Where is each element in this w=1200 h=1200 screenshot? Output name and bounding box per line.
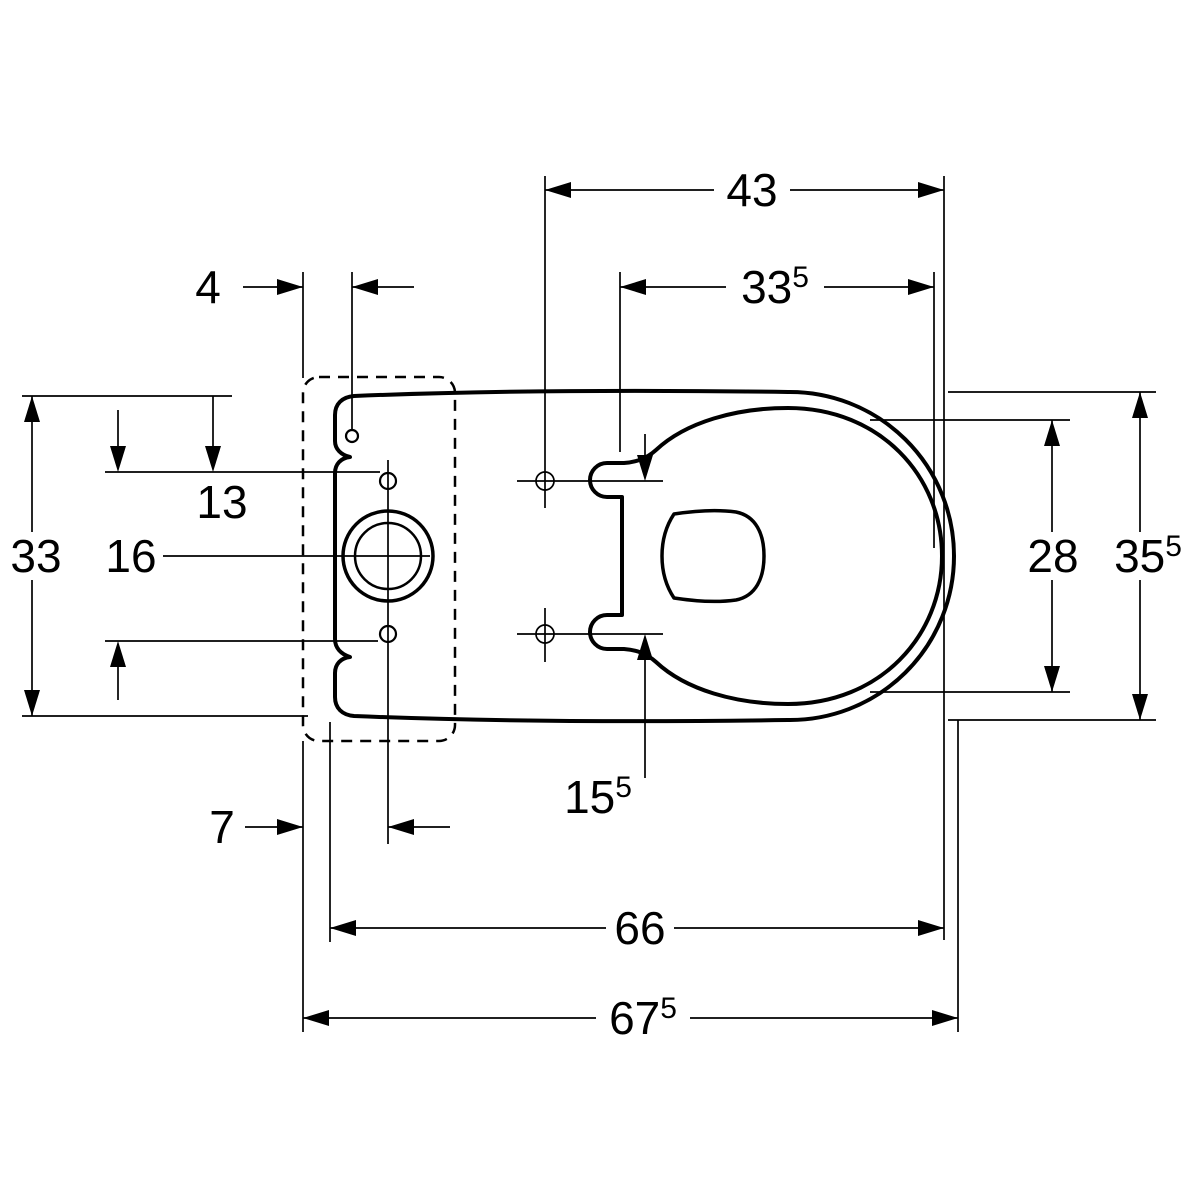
arrow-33-5-left <box>620 279 646 295</box>
arrow-28-bottom <box>1044 666 1060 692</box>
arrow-33-bottom <box>24 690 40 716</box>
arrow-67-5-right <box>932 1010 958 1026</box>
arrow-66-right <box>918 920 944 936</box>
dim-label-13: 13 <box>196 476 247 528</box>
dimension-lines <box>24 182 1148 1026</box>
dim-label-43: 43 <box>726 164 777 216</box>
arrow-4-left <box>277 279 303 295</box>
arrow-35-5-top <box>1132 392 1148 418</box>
label-bg-28 <box>1022 532 1084 580</box>
arrow-28-top <box>1044 420 1060 446</box>
arrow-66-left <box>330 920 356 936</box>
seat-lid-outline <box>588 406 944 706</box>
label-bg-43 <box>714 164 790 214</box>
dim-label-67-5: 675 <box>609 992 677 1044</box>
ceramic-body-outline <box>333 388 956 724</box>
extension-lines <box>22 176 1156 1032</box>
dim-label-33-5: 335 <box>741 261 809 313</box>
arrow-15-5-bottom <box>637 634 653 660</box>
arrow-33-top <box>24 396 40 422</box>
arrow-67-5-left <box>303 1010 329 1026</box>
arrow-16-bottom <box>110 641 126 667</box>
dim-label-7: 7 <box>209 801 235 853</box>
arrow-4-right <box>352 279 378 295</box>
seat-fixing-crosshair-bottom <box>517 608 663 662</box>
arrow-16-top <box>110 446 126 472</box>
arrow-33-5-right <box>908 279 934 295</box>
label-bg-33 <box>6 532 68 580</box>
label-bg-33-5 <box>726 261 824 311</box>
arrow-7-left <box>277 819 303 835</box>
arrow-13 <box>205 446 221 472</box>
arrow-43-left <box>545 182 571 198</box>
label-bg-66 <box>606 904 674 952</box>
product-outlines <box>301 375 956 743</box>
dim-label-28: 28 <box>1027 530 1078 582</box>
label-bg-35-5 <box>1102 532 1194 580</box>
label-bg-67-5 <box>596 994 690 1042</box>
dim-label-66: 66 <box>614 902 665 954</box>
dim-label-16: 16 <box>105 530 156 582</box>
dim-label-33: 33 <box>10 530 61 582</box>
rear-fixing-hole <box>344 428 360 444</box>
dim-label-35-5: 355 <box>1114 530 1182 582</box>
arrow-7-right <box>388 819 414 835</box>
dimension-labels: 43 335 4 33 13 16 28 355 155 7 66 675 <box>6 164 1194 1044</box>
lid-recess-outline <box>660 508 766 604</box>
dim-label-4: 4 <box>195 261 221 313</box>
arrow-35-5-bottom <box>1132 694 1148 720</box>
dim-label-15-5: 155 <box>564 771 632 823</box>
cistern-lid-dashed-outline <box>301 375 457 743</box>
arrow-15-5-top <box>637 455 653 481</box>
arrow-43-right <box>918 182 944 198</box>
